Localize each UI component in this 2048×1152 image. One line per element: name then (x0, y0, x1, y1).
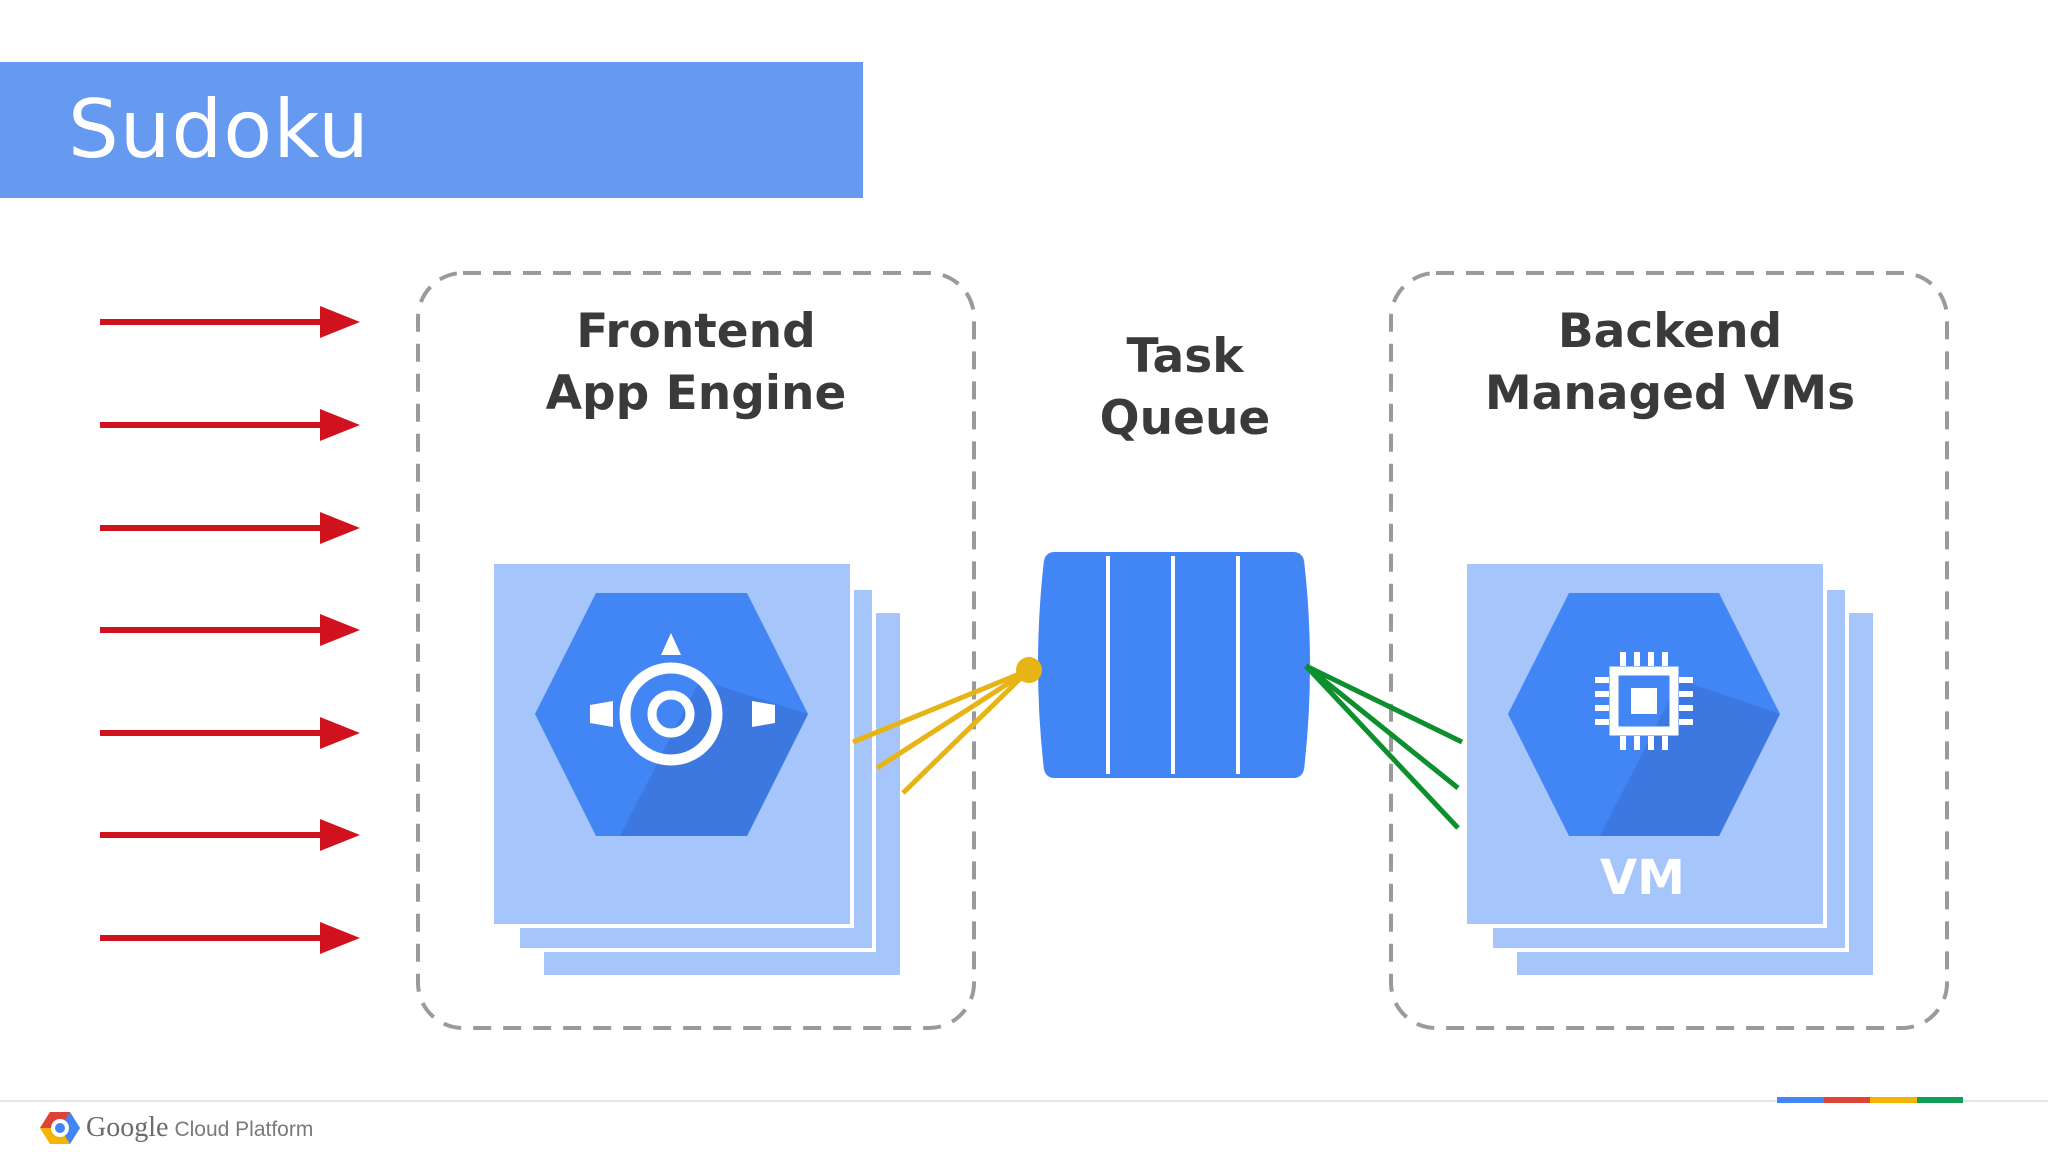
brand-strip-blue (1777, 1097, 1824, 1103)
backend-label-line1: Backend (1557, 304, 1783, 359)
backend-container (1389, 271, 1949, 1030)
request-arrow (100, 819, 360, 851)
brand-color-strip (1777, 1097, 1963, 1103)
brand-strip-red (1823, 1097, 1870, 1103)
request-arrow (100, 717, 360, 749)
footer-divider (0, 1100, 2048, 1102)
slide-title: Sudoku architecture (68, 83, 565, 312)
brand-strip-green (1916, 1097, 1963, 1103)
footer-brand-product: Cloud Platform (174, 1118, 314, 1141)
title-bar: Sudoku architecture (0, 62, 863, 312)
vm-icon-label: VM (1600, 850, 1685, 906)
vm-chip-icon (1508, 593, 1780, 836)
task-queue-icon (1038, 552, 1310, 778)
app-engine-icon (535, 593, 808, 836)
backend-label: Backend Managed VMs (1440, 301, 1900, 425)
request-arrow (100, 512, 360, 544)
frontend-label-line2: App Engine (545, 366, 847, 421)
queue-input-dot (1016, 657, 1042, 683)
request-arrow (100, 922, 360, 954)
request-arrow (100, 409, 360, 441)
backend-label-line2: Managed VMs (1484, 366, 1856, 421)
request-arrows (100, 306, 360, 954)
footer-brand-google: Google (86, 1112, 169, 1143)
task-queue-label-line2: Queue (1099, 391, 1271, 446)
frontend-container (416, 271, 976, 1030)
cloud-platform-logo-icon (40, 1112, 80, 1144)
frontend-to-queue-links (852, 667, 1031, 795)
task-queue-label: Task Queue (1040, 326, 1330, 450)
queue-to-backend-links (1304, 663, 1464, 830)
frontend-label-line1: Frontend (576, 304, 816, 359)
frontend-label: Frontend App Engine (494, 301, 898, 425)
brand-strip-yellow (1870, 1097, 1917, 1103)
request-arrow (100, 614, 360, 646)
request-arrow (100, 306, 360, 338)
task-queue-label-line1: Task (1126, 329, 1244, 384)
